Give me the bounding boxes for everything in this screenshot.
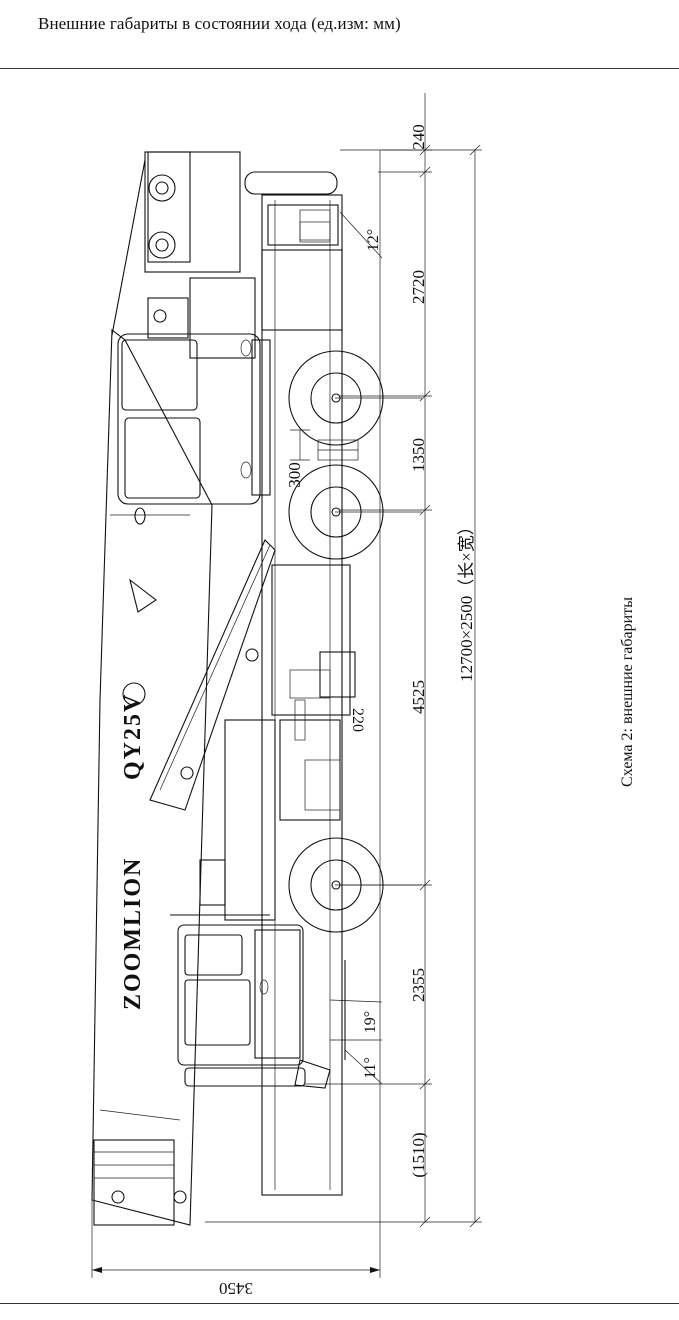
- dim-300: 300: [285, 462, 304, 488]
- wheel-front-1: [288, 350, 384, 446]
- top-divider: [0, 68, 679, 69]
- figure-caption: Схема 2: внешние габариты: [619, 597, 636, 787]
- dim-220: 220: [349, 708, 366, 732]
- dim-4525: 4525: [409, 680, 428, 714]
- brand-text: ZOOMLION: [120, 857, 146, 1010]
- dimension-labels: 240 2720 1350 4525 2355 (1510) 300 3450 …: [219, 124, 476, 1298]
- angle-11: 11°: [362, 1057, 379, 1079]
- dim-2355: 2355: [409, 968, 428, 1002]
- bottom-divider: [0, 1303, 679, 1304]
- crane-outline: [91, 151, 384, 1226]
- page-title: Внешние габариты в состоянии хода (ед.из…: [38, 14, 401, 33]
- overall-dimension: 12700×2500（长×宽）: [457, 518, 476, 682]
- angle-19: 19°: [362, 1011, 379, 1033]
- wheel-rear: [288, 837, 384, 933]
- angle-12: 12°: [365, 229, 382, 251]
- dim-240: 240: [409, 124, 428, 150]
- dim-1510: (1510): [409, 1132, 428, 1177]
- wheel-front-2: [288, 464, 384, 560]
- model-text: QY25V: [120, 693, 146, 780]
- dim-2720: 2720: [409, 270, 428, 304]
- dimension-lines: [91, 93, 482, 1278]
- boom-branding: ZOOMLION QY25V: [120, 693, 146, 1010]
- dim-3450: 3450: [219, 1279, 253, 1298]
- dim-1350: 1350: [409, 438, 428, 472]
